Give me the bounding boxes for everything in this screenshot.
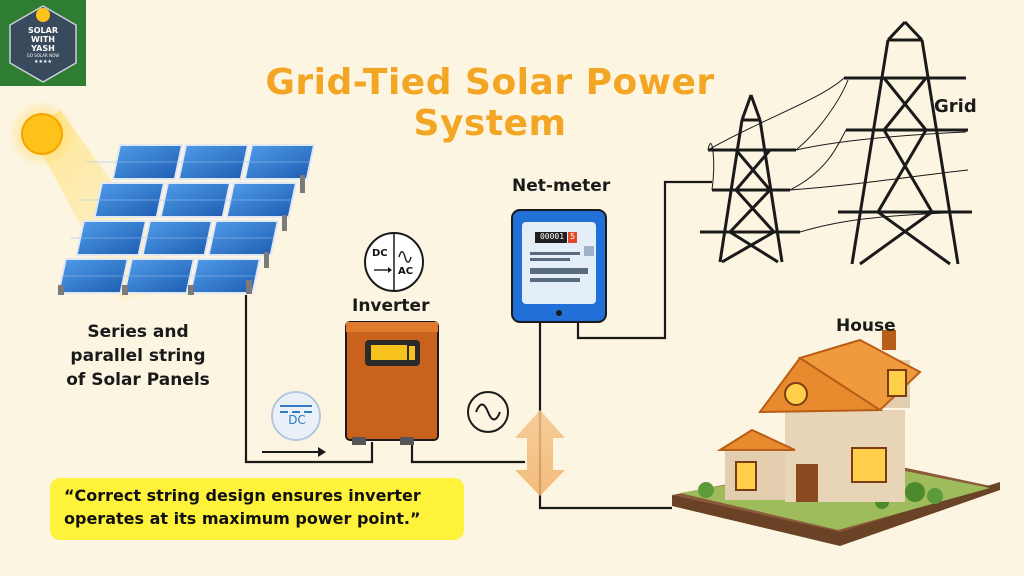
power-lines (707, 77, 973, 233)
wiring (244, 180, 712, 510)
dc-symbol-badge (271, 391, 321, 441)
inverter-dc-text: DC (372, 248, 388, 259)
inverter-unit (345, 321, 439, 445)
logo-tagline: GO SOLAR NOW (26, 53, 60, 58)
logo-line-1: SOLAR (27, 26, 58, 35)
quote-line-2: operates at its maximum power point.” (64, 509, 421, 528)
bidirectional-arrow-icon (515, 410, 565, 496)
label-solar-panels: Series and parallel string of Solar Pane… (48, 320, 228, 392)
house-illustration (672, 330, 1000, 546)
quote-line-1: “Correct string design ensures inverter (64, 486, 421, 505)
label-house: House (836, 316, 896, 336)
label-grid: Grid (934, 96, 977, 117)
panels-label-line-3: of Solar Panels (66, 370, 210, 390)
logo-badge (9, 5, 77, 83)
label-inverter: Inverter (352, 296, 430, 316)
panels-label-line-2: parallel string (70, 346, 206, 366)
panels-label-line-1: Series and (87, 322, 189, 342)
inverter-symbol (364, 232, 424, 292)
dc-badge-text: DC (288, 413, 306, 427)
net-meter-device (511, 209, 607, 323)
logo-line-3: YASH (31, 44, 55, 53)
meter-reading: 00001 (539, 232, 565, 241)
grid-towers (700, 20, 972, 266)
meter-reading-last-digit: 5 (570, 232, 575, 241)
logo-stars: ★★★★ (34, 59, 52, 65)
label-net-meter: Net-meter (512, 176, 611, 196)
logo-text: SOLAR WITH YASH GO SOLAR NOW ★★★★ (16, 26, 70, 65)
solar-panel-array (57, 144, 316, 295)
ac-sine-symbol (467, 391, 509, 433)
inverter-ac-text: AC (398, 266, 414, 277)
dc-flow-arrow (262, 447, 326, 457)
logo-line-2: WITH (31, 35, 55, 44)
quote-box: “Correct string design ensures inverter … (50, 478, 464, 540)
diagram-title: Grid-Tied Solar Power System (265, 62, 715, 144)
